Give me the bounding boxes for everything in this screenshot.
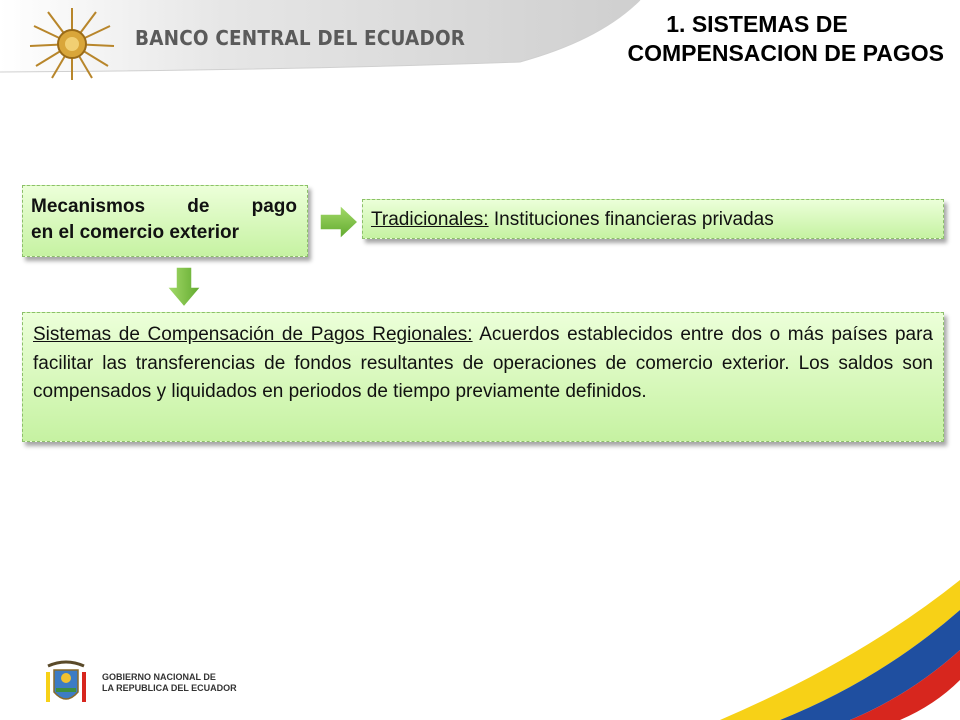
mecanismos-word-1: Mecanismos [31, 196, 146, 217]
government-label: GOBIERNO NACIONAL DE LA REPUBLICA DEL EC… [102, 672, 237, 694]
title-line-2: COMPENSACION DE PAGOS [627, 40, 945, 66]
mecanismos-box: Mecanismos de pago en el comercio exteri… [22, 185, 308, 257]
mecanismos-line-2: en el comercio exterior [31, 222, 240, 243]
page-title: 1. SISTEMAS DE COMPENSACION DE PAGOS [560, 10, 945, 68]
mecanismos-line-1: Mecanismos de pago [31, 194, 297, 220]
bank-name: BANCO CENTRAL DEL ECUADOR [135, 26, 466, 50]
mecanismos-word-3: pago [251, 196, 297, 217]
sistemas-label: Sistemas de Compensación de Pagos Region… [33, 324, 473, 345]
arrow-right-icon [319, 203, 360, 241]
mecanismos-word-2: de [187, 196, 210, 217]
coat-of-arms-logo [46, 660, 86, 702]
arrow-down-icon [165, 266, 203, 309]
header-swoosh [0, 0, 641, 73]
tradicionales-box: Tradicionales: Instituciones financieras… [362, 199, 944, 239]
government-line-1: GOBIERNO NACIONAL DE [102, 672, 216, 682]
sistemas-text: Acuerdos establecidos entre dos o más pa… [33, 324, 933, 402]
title-line-1: 1. SISTEMAS DE [666, 11, 848, 37]
sun-emblem-logo [29, 8, 115, 80]
tradicionales-label: Tradicionales: [371, 209, 489, 230]
sistemas-box: Sistemas de Compensación de Pagos Region… [22, 312, 944, 442]
flag-swoosh-decoration [720, 580, 960, 720]
government-line-2: LA REPUBLICA DEL ECUADOR [102, 683, 237, 693]
tradicionales-text: Instituciones financieras privadas [493, 209, 774, 230]
